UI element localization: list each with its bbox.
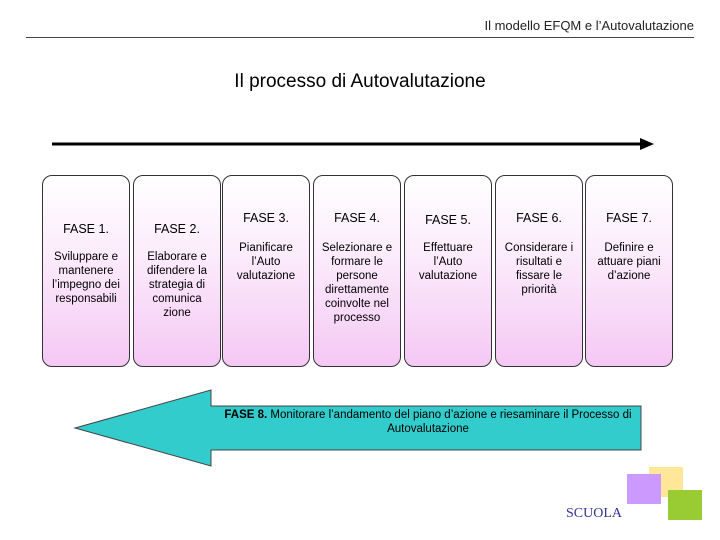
phase-title: FASE 3. <box>243 211 289 225</box>
main-title: Il processo di Autovalutazione <box>234 71 486 92</box>
phase-box-1: FASE 1. Sviluppare e mantenere l’impegno… <box>42 175 130 367</box>
phase-description: Considerare i risultati e fissare le pri… <box>504 242 574 296</box>
fase8-text: FASE 8. Monitorare l’andamento del piano… <box>222 408 634 436</box>
phase-title: FASE 2. <box>154 222 200 236</box>
phase-box-3: FASE 3. Pianificare l’Auto valutazione <box>222 175 310 367</box>
phase-description: Definire e attuare piani d’azione <box>597 242 661 282</box>
timeline-arrow <box>52 138 654 150</box>
phase-description: Sviluppare e mantenere l’impegno dei res… <box>52 251 120 305</box>
phase-box-4: FASE 4. Selezionare e formare le persone… <box>313 175 401 367</box>
phase-box-2: FASE 2. Elaborare e difendere la strateg… <box>133 175 221 367</box>
phase-box-6: FASE 6. Considerare i risultati e fissar… <box>495 175 583 367</box>
header-divider <box>26 37 694 38</box>
logo-text: SCUOLA <box>566 506 623 521</box>
phase-description: Selezionare e formare le persone diretta… <box>321 242 393 324</box>
phase-title: FASE 1. <box>63 222 109 236</box>
phase-box-5: FASE 5. Effettuare l’Auto valutazione <box>404 175 492 367</box>
phase-box-7: FASE 7. Definire e attuare piani d’azion… <box>585 175 673 367</box>
fase8-description: Monitorare l’andamento del piano d’azion… <box>267 409 632 435</box>
phase-description: Pianificare l’Auto valutazione <box>236 242 296 282</box>
phase-title: FASE 5. <box>425 213 471 227</box>
phase-title: FASE 6. <box>516 211 562 225</box>
phase-description: Effettuare l’Auto valutazione <box>418 242 478 282</box>
fase8-label: FASE 8. <box>224 409 268 421</box>
feedback-arrow <box>73 389 642 467</box>
logo-square-purple <box>627 474 661 504</box>
logo-square-green <box>668 490 702 520</box>
phase-title: FASE 7. <box>606 211 652 225</box>
phase-title: FASE 4. <box>334 211 380 225</box>
header-title: Il modello EFQM e l’Autovalutazione <box>484 18 694 33</box>
phase-description: Elaborare e difendere la strategia di co… <box>146 251 208 319</box>
